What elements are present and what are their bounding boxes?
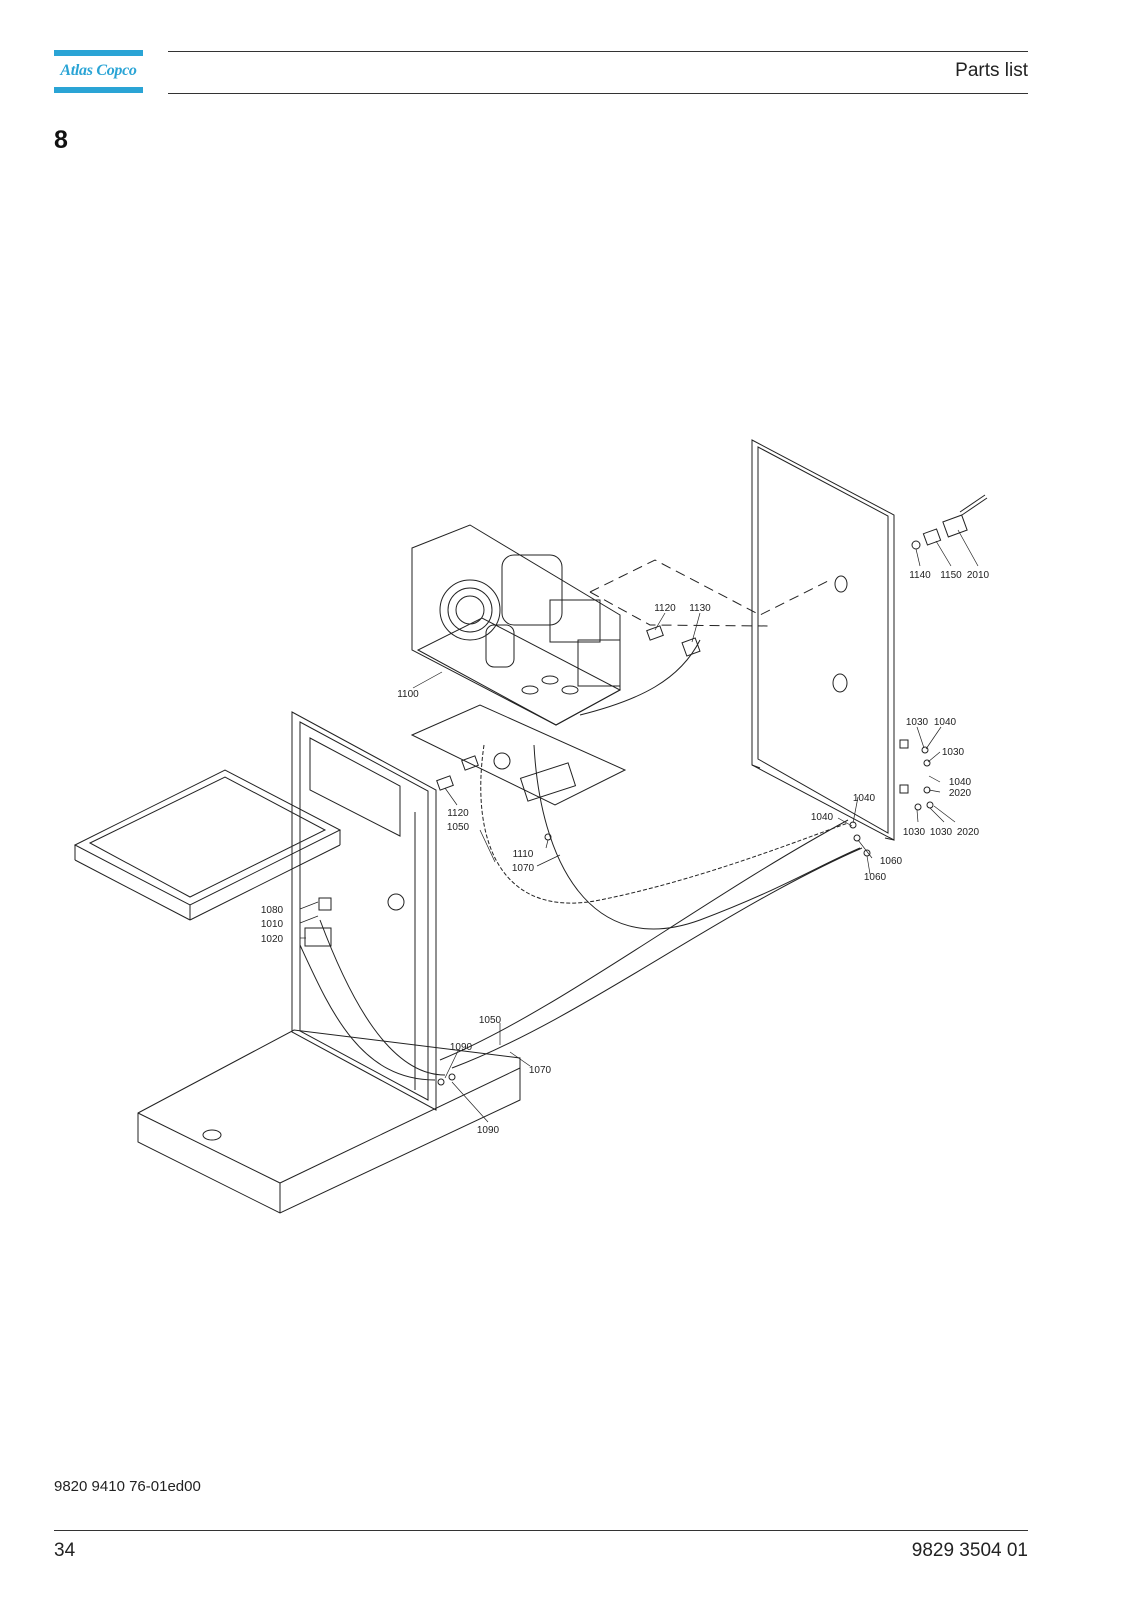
footer-rule (54, 1530, 1028, 1531)
header-rule-bottom (168, 93, 1028, 94)
callout-1040-c: 1040 (853, 793, 876, 804)
side-panel-right (751, 439, 909, 841)
callout-1140: 1140 (909, 570, 931, 581)
callout-1040-d: 1040 (811, 812, 834, 823)
callout-1060-a: 1060 (880, 856, 903, 867)
logo-wordmark: Atlas Copco (60, 62, 137, 79)
logo-bar-bottom (54, 87, 143, 93)
callout-1060-b: 1060 (864, 872, 887, 883)
callout-1110: 1110 (513, 849, 534, 860)
callout-1030-c: 1030 (903, 827, 926, 838)
callout-1020: 1020 (261, 934, 284, 945)
callout-2020-b: 2020 (957, 827, 980, 838)
callout-1030-d: 1030 (930, 827, 953, 838)
callout-labels: 2010 1140 1150 1120 1130 1100 1030 1040 … (261, 570, 990, 1136)
callout-1090-upper: 1090 (450, 1042, 473, 1053)
section-number: 8 (54, 126, 68, 154)
callout-1040-b: 1040 (949, 777, 972, 788)
floor-base (137, 1029, 521, 1214)
callout-1030-b: 1030 (942, 747, 965, 758)
header-title: Parts list (955, 60, 1028, 81)
callout-1050-upper: 1050 (447, 822, 470, 833)
document-code: 9820 9410 76-01ed00 (54, 1478, 201, 1495)
base-tray (410, 704, 627, 806)
page-number: 34 (54, 1540, 76, 1561)
center-panel (291, 711, 437, 1111)
callout-1080: 1080 (261, 905, 284, 916)
callout-1010: 1010 (261, 919, 284, 930)
callout-1030-a: 1030 (906, 717, 929, 728)
callout-1150: 1150 (940, 570, 962, 581)
callout-1090-lower: 1090 (477, 1125, 500, 1136)
callout-1120-upper: 1120 (654, 603, 676, 614)
refrigeration-unit (411, 524, 622, 726)
callout-2020-a: 2020 (949, 788, 972, 799)
callout-1050-lower: 1050 (479, 1015, 502, 1026)
callout-2010: 2010 (967, 570, 990, 581)
hoses (299, 639, 863, 1081)
atlas-copco-logo: Atlas Copco (54, 50, 143, 94)
callout-1040-a: 1040 (934, 717, 957, 728)
ball-valve-assembly (911, 494, 988, 550)
logo-bar-top (54, 50, 143, 56)
callout-1120-lower: 1120 (447, 808, 469, 819)
leader-lines (299, 529, 979, 1123)
part-number: 9829 3504 01 (911, 1540, 1028, 1561)
callout-1100: 1100 (397, 689, 419, 700)
callout-1130: 1130 (689, 603, 711, 614)
callout-1070-upper: 1070 (512, 863, 535, 874)
exploded-view-drawing: 2010 1140 1150 1120 1130 1100 1030 1040 … (73, 439, 990, 1214)
header-rule-top (168, 51, 1028, 52)
condenser (73, 769, 342, 921)
callout-1070-lower: 1070 (529, 1065, 552, 1076)
